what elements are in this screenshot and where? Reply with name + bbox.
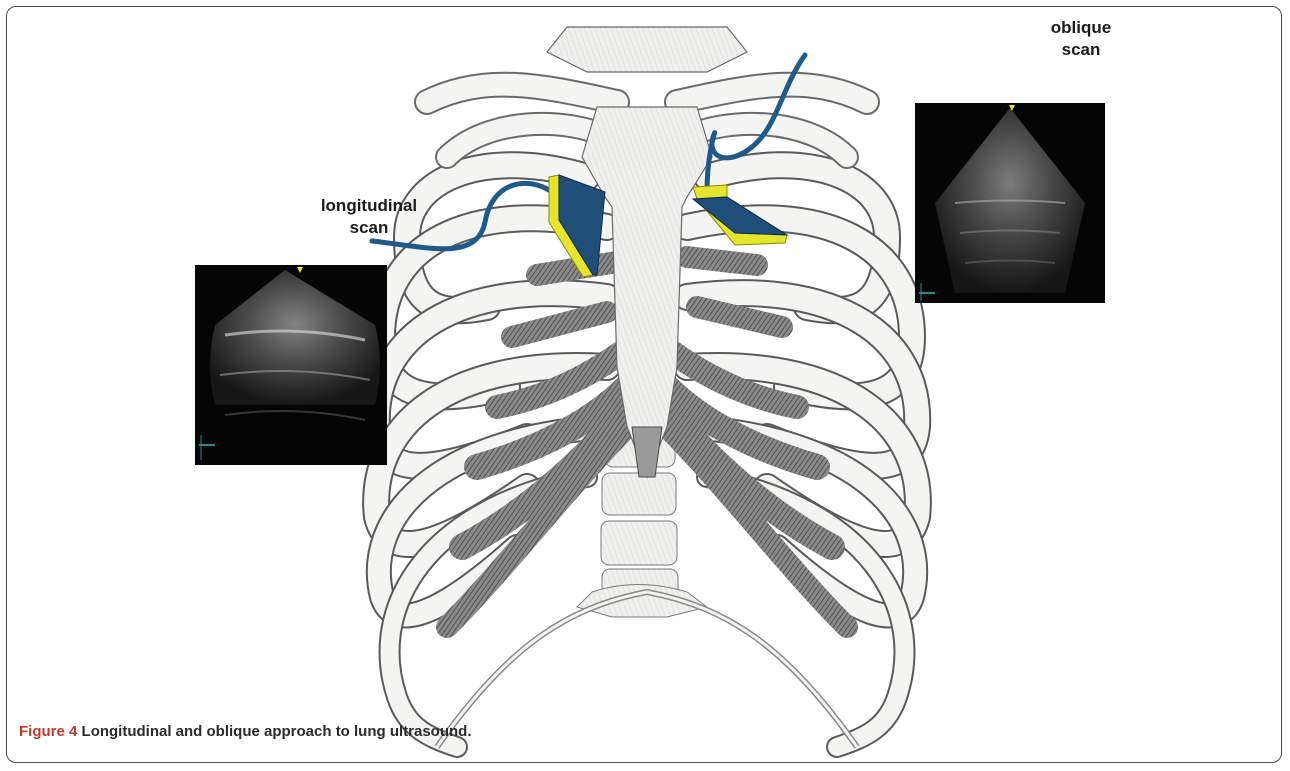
oblique-label-line2: scan [1036, 39, 1126, 61]
longitudinal-label-line2: scan [269, 217, 469, 239]
figure-frame: longitudinal scan oblique scan [6, 6, 1282, 763]
figure-number: Figure 4 [19, 723, 77, 740]
ultrasound-image [915, 103, 1105, 303]
ultrasound-image-oblique [915, 103, 1105, 303]
oblique-label-line1: oblique [1036, 17, 1126, 39]
xiphoid [632, 427, 662, 477]
ultrasound-image-longitudinal [195, 265, 387, 465]
vertebra-top [547, 27, 747, 72]
figure-caption: Figure 4 Longitudinal and oblique approa… [19, 723, 472, 740]
longitudinal-scan-label: longitudinal scan [269, 195, 469, 239]
longitudinal-label-line1: longitudinal [269, 195, 469, 217]
ultrasound-image [195, 265, 387, 465]
oblique-scan-label: oblique scan [1036, 17, 1126, 61]
caption-text: Longitudinal and oblique approach to lun… [82, 723, 472, 740]
